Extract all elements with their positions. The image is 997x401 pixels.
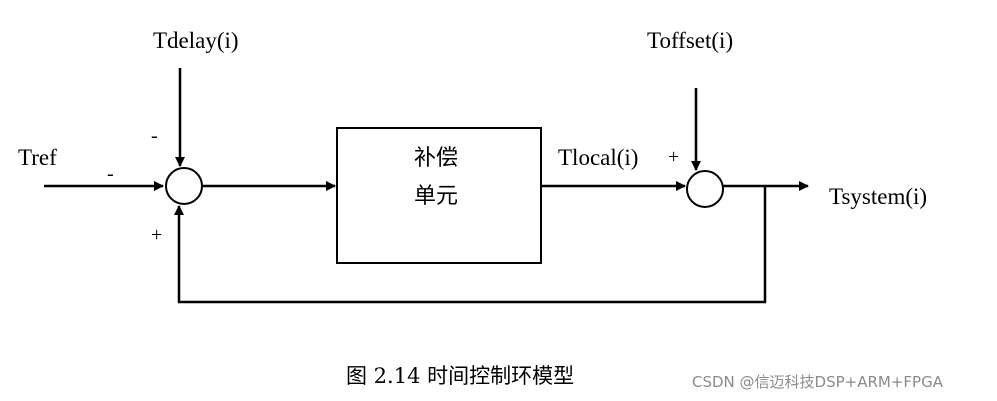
tdelay-label: Tdelay(i)	[153, 28, 239, 53]
summing-junction-2	[686, 170, 724, 208]
toffset-sign: +	[668, 146, 680, 168]
tref-sign: -	[107, 163, 114, 185]
watermark: CSDN @信迈科技DSP+ARM+FPGA	[692, 373, 943, 391]
feedback-path	[174, 186, 767, 304]
toffset-label: Toffset(i)	[647, 28, 734, 53]
block-label-line2: 单元	[414, 184, 459, 209]
tdelay-sign: -	[151, 125, 158, 147]
compensation-block	[336, 127, 542, 264]
figure-caption: 图 2.14 时间控制环模型	[346, 364, 575, 388]
tsystem-label: Tsystem(i)	[829, 184, 928, 209]
tref-label: Tref	[18, 145, 57, 170]
tlocal-label: Tlocal(i)	[558, 145, 639, 170]
feedback-sign: +	[151, 224, 163, 246]
block-label-line1: 补偿	[414, 146, 459, 171]
summing-junction-1	[165, 167, 203, 205]
